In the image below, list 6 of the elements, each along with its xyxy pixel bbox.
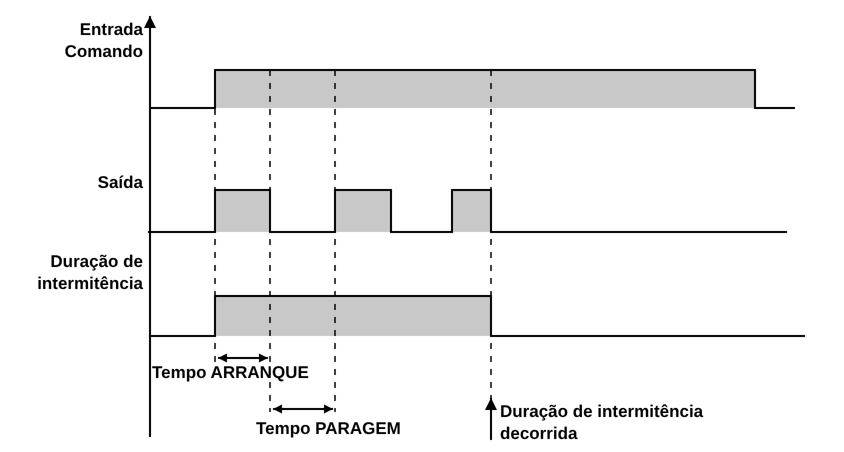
- signal-label: Entrada Comando: [64, 19, 143, 63]
- signal-label: Saída: [96, 172, 143, 194]
- signal-label: Duração de intermitência: [36, 251, 143, 295]
- time-label: Tempo PARAGEM: [256, 418, 401, 440]
- time-label: Tempo ARRANQUE: [152, 362, 309, 384]
- event-label: Duração de intermitência decorrida: [500, 401, 704, 445]
